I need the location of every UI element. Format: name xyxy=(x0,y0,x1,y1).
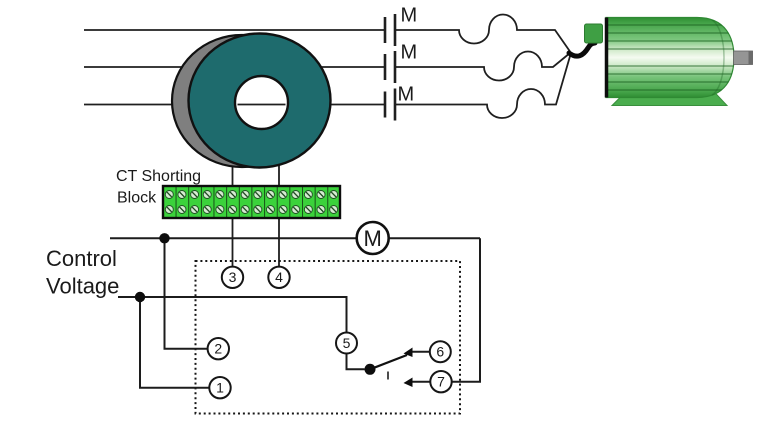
phase-3-overload-heater xyxy=(395,54,572,119)
control-wiring xyxy=(110,237,481,389)
drop-to-terminal-2 xyxy=(163,238,208,350)
terminal-2-number: 2 xyxy=(214,341,222,357)
shorting-block-body xyxy=(161,184,342,220)
phase-1-overload-heater xyxy=(395,13,571,53)
motor-supply-cable xyxy=(566,40,598,59)
drop-to-terminal-1 xyxy=(139,297,210,389)
terminal-6-number: 6 xyxy=(436,344,444,360)
phase-2-contact-bars xyxy=(383,51,397,83)
switch-common-dot xyxy=(364,363,376,375)
terminal-circles: 1 2 3 4 5 6 7 xyxy=(206,265,453,400)
dotted-enclosure xyxy=(194,260,461,415)
terminal-1: 1 xyxy=(208,376,232,400)
ct-shorting-block: CT Shorting Block xyxy=(116,168,342,220)
contactor-coil: M xyxy=(355,220,391,256)
terminal-2: 2 xyxy=(206,337,231,361)
motor-ribs xyxy=(606,24,734,91)
phase-1-contact-bars xyxy=(383,14,397,46)
junction-dot-bottom xyxy=(134,291,146,303)
phase-line-1 xyxy=(84,13,571,53)
switch-contact-jaw-6 xyxy=(403,347,413,357)
contactor-contact-label-3: M xyxy=(398,84,415,106)
coil-letter: M xyxy=(364,226,382,251)
terminal-4-number: 4 xyxy=(275,269,283,285)
wire-coil-to-terminal-7 xyxy=(451,238,481,383)
current-transformer xyxy=(170,32,332,169)
motor-endcap-shade xyxy=(711,19,725,96)
terminal-7: 7 xyxy=(429,370,453,394)
control-line-bottom xyxy=(118,296,348,333)
terminal-3-number: 3 xyxy=(229,269,237,285)
terminal-4: 4 xyxy=(267,265,291,289)
terminal-7-number: 7 xyxy=(437,374,445,390)
control-voltage-label-line2: Voltage xyxy=(46,274,119,299)
contactor-contact-label-2: M xyxy=(401,42,418,64)
coil-circle xyxy=(355,220,391,256)
ct-shorting-block-label-line1: CT Shorting xyxy=(116,168,201,185)
motor xyxy=(566,16,753,106)
control-voltage-label-line1: Control xyxy=(46,246,117,271)
contactor-contact-label-1: M xyxy=(401,5,418,27)
selector-switch xyxy=(364,347,413,387)
ct-shorting-block-label-line2: Block xyxy=(117,190,157,207)
switch-blade xyxy=(369,353,408,371)
switch-contact-jaw-7 xyxy=(403,377,413,387)
terminal-6: 6 xyxy=(428,340,452,364)
terminal-3: 3 xyxy=(220,265,245,289)
control-circuit: M 1 2 3 4 xyxy=(46,220,481,415)
wire-5-to-switch xyxy=(345,353,365,371)
junction-dot-top xyxy=(159,233,170,244)
motor-shaft-tip xyxy=(748,51,753,65)
phase-3-contact-bars xyxy=(383,88,397,121)
ct-window xyxy=(233,74,290,131)
motor-terminal-box xyxy=(584,23,603,44)
phase-2-overload-heater xyxy=(395,50,571,82)
terminal-5: 5 xyxy=(335,331,358,355)
motor-body xyxy=(605,16,735,99)
terminal-1-number: 1 xyxy=(216,380,224,396)
terminal-5-number: 5 xyxy=(343,335,351,351)
